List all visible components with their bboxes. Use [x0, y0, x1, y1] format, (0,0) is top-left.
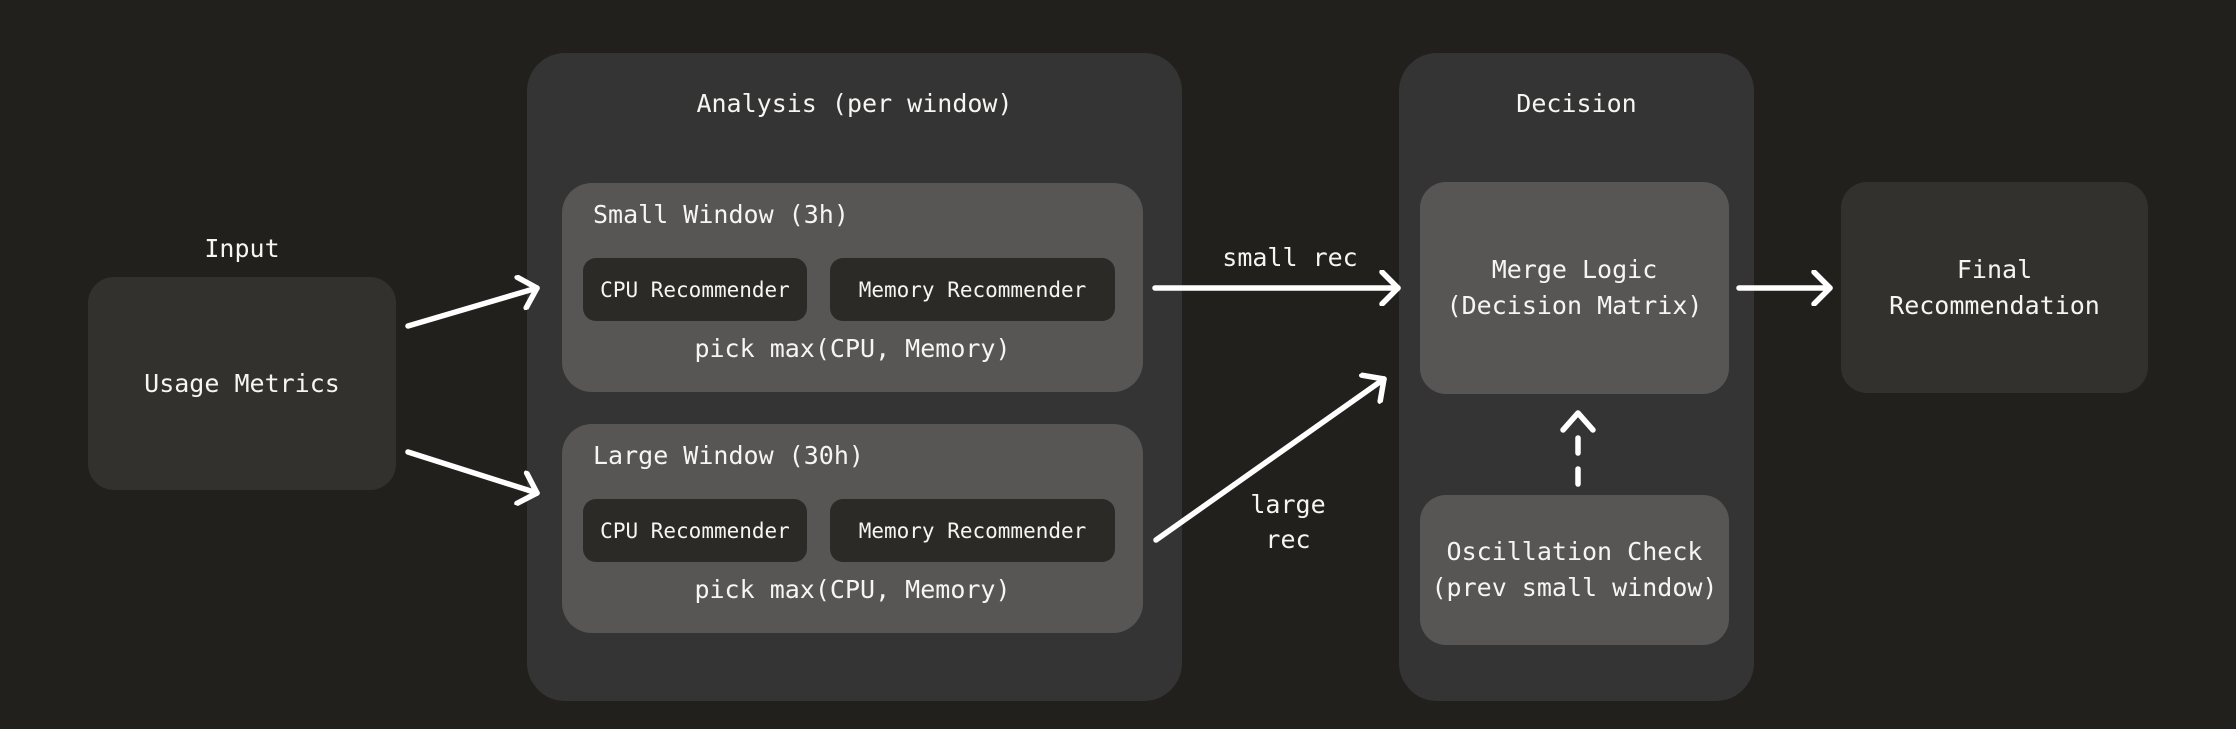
- small-rec-edge-label: small rec: [1222, 243, 1358, 272]
- final-recommendation-node-label: Final Recommendation: [1889, 254, 2100, 320]
- large-cpu-recommender-node: CPU Recommender: [583, 499, 807, 562]
- arrow-usage-to-small-window: [405, 288, 540, 329]
- merge-logic-node: Merge Logic (Decision Matrix): [1420, 182, 1729, 394]
- merge-logic-node-label: Merge Logic (Decision Matrix): [1446, 255, 1703, 320]
- final-recommendation-node: Final Recommendation: [1841, 182, 2148, 393]
- decision-group-title: Decision: [1516, 89, 1637, 118]
- large-rec-edge-label: large rec: [1250, 490, 1326, 554]
- small-window-footer: pick max(CPU, Memory): [694, 334, 1011, 363]
- oscillation-check-node-label: Oscillation Check (prev small window): [1431, 537, 1718, 602]
- small-window-node: Small Window (3h) CPU Recommender Memory…: [562, 183, 1143, 392]
- oscillation-check-node: Oscillation Check (prev small window): [1420, 495, 1729, 645]
- large-memory-recommender-node: Memory Recommender: [830, 499, 1115, 562]
- small-window-title: Small Window (3h): [593, 200, 849, 229]
- small-cpu-recommender-node: CPU Recommender: [583, 258, 807, 321]
- large-window-footer: pick max(CPU, Memory): [694, 575, 1011, 604]
- input-section-label: Input: [204, 234, 280, 263]
- usage-metrics-node: Usage Metrics: [88, 277, 396, 490]
- arrow-usage-to-large-window: [405, 449, 540, 493]
- small-memory-recommender-node: Memory Recommender: [830, 258, 1115, 321]
- analysis-group-title: Analysis (per window): [696, 89, 1013, 118]
- usage-metrics-node-label: Usage Metrics: [144, 368, 340, 398]
- large-window-title: Large Window (30h): [593, 441, 864, 470]
- large-window-node: Large Window (30h) CPU Recommender Memor…: [562, 424, 1143, 633]
